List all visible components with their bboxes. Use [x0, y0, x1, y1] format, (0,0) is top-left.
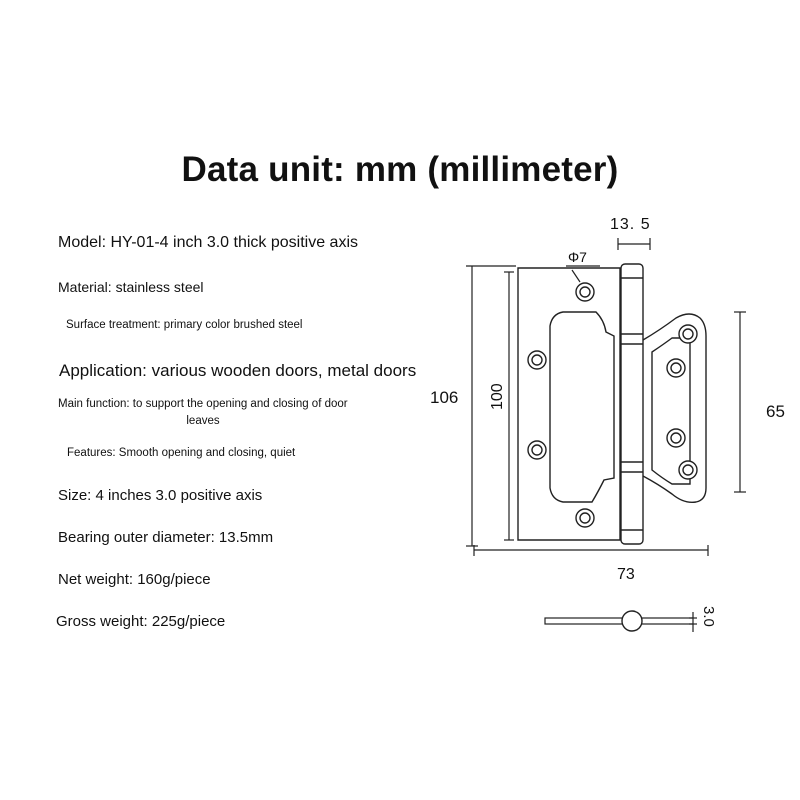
left-leaf-outline: [517, 267, 621, 541]
screw-hole: [531, 444, 543, 456]
screw-holes: [527, 282, 698, 528]
screw-hole: [670, 432, 682, 444]
screw-hole: [579, 286, 591, 298]
spec-bearing-diameter: Bearing outer diameter: 13.5mm: [58, 529, 274, 546]
dim-thickness: 3.0: [700, 606, 717, 627]
spec-net-weight: Net weight: 160g/piece: [58, 571, 211, 588]
page-title: Data unit: mm (millimeter): [181, 150, 619, 189]
side-view-knuckle: [621, 610, 643, 632]
screw-hole: [682, 328, 694, 340]
hinge-side-view: [544, 610, 697, 632]
hinge-front-view: [517, 263, 707, 545]
spec-main-function: Main function: to support the opening an…: [58, 396, 348, 430]
right-leaf-cutout: [651, 337, 691, 485]
dim-total-width: 73: [617, 566, 635, 583]
spec-main-function-line2: leaves: [186, 415, 220, 427]
side-view-leaf: [544, 617, 694, 625]
spec-material: Material: stainless steel: [58, 279, 204, 295]
spec-features: Features: Smooth opening and closing, qu…: [67, 447, 296, 459]
dim-total-height: 106: [430, 388, 458, 407]
spec-application: Application: various wooden doors, metal…: [59, 361, 417, 380]
dim-hole-diameter: Φ7: [568, 249, 587, 265]
spec-gross-weight: Gross weight: 225g/piece: [56, 613, 226, 630]
dim-wing-height: 65: [766, 402, 785, 421]
dimension-lines: [466, 238, 746, 556]
spec-model: Model: HY-01-4 inch 3.0 thick positive a…: [58, 234, 358, 251]
hinge-knuckle: [620, 263, 644, 545]
spec-size: Size: 4 inches 3.0 positive axis: [58, 487, 263, 504]
left-leaf-cutout: [549, 311, 615, 503]
spec-main-function-line1: Main function: to support the opening an…: [58, 398, 348, 410]
spec-surface-treatment: Surface treatment: primary color brushed…: [66, 319, 303, 331]
right-leaf-outline: [642, 313, 707, 504]
screw-hole: [682, 464, 694, 476]
screw-hole: [531, 354, 543, 366]
dim-knuckle-width: 13. 5: [610, 216, 651, 233]
screw-hole: [670, 362, 682, 374]
screw-hole: [579, 512, 591, 524]
dim-leaf-height: 100: [489, 383, 506, 410]
